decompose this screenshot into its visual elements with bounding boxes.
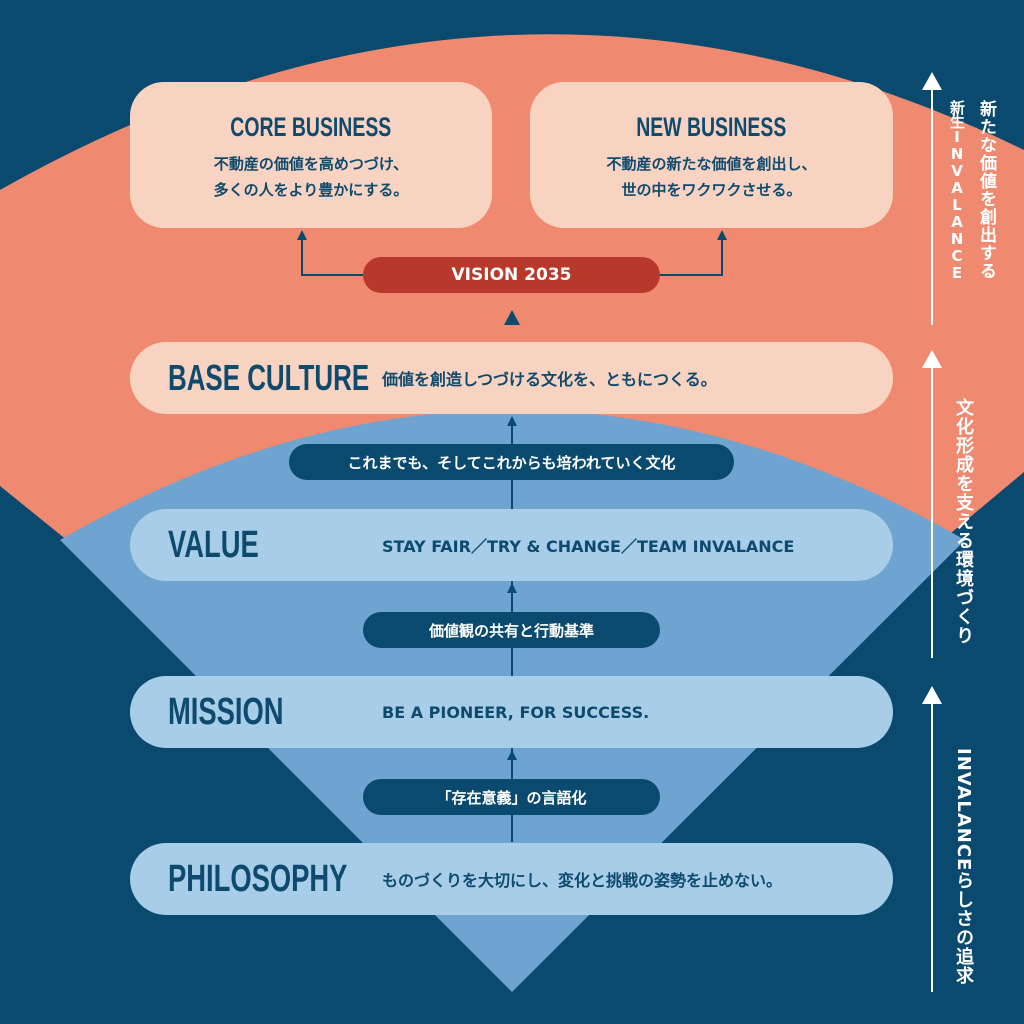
- mission-text: BE A PIONEER, FOR SUCCESS.: [382, 702, 650, 722]
- side-label-invalance-identity: INVALANCEらしさの追求: [953, 748, 974, 986]
- arrow-head: [297, 230, 307, 240]
- new-business-card: NEW BUSINESS 不動産の新たな価値を創出し、世の中をワクワクさせる。: [530, 82, 893, 228]
- base-culture-text: 価値を創造しつづける文化を、ともにつくる。: [382, 370, 717, 389]
- arrow-up-triangle: [504, 310, 520, 325]
- core-business-title: CORE BUSINESS: [230, 112, 392, 142]
- new-business-title: NEW BUSINESS: [636, 112, 787, 142]
- value-tag: 価値観の共有と行動基準: [363, 612, 660, 648]
- side-arrows: [922, 72, 942, 992]
- value-label: VALUE: [168, 523, 259, 566]
- arrow-head: [717, 230, 727, 240]
- philosophy-row: PHILOSOPHY ものづくりを大切にし、変化と挑戦の姿勢を止めない。: [130, 843, 893, 915]
- vision-right-connector: [660, 236, 723, 276]
- arrow-head: [507, 750, 517, 760]
- side-label-culture: 文化形成を支える環境づくり: [953, 398, 974, 645]
- value-row: VALUE STAY FAIR／TRY & CHANGE／TEAM INVALA…: [130, 509, 893, 581]
- philosophy-text: ものづくりを大切にし、変化と挑戦の姿勢を止めない。: [382, 871, 783, 890]
- vision-left-connector: [301, 236, 363, 276]
- vision-2035-badge: VISION 2035: [363, 257, 660, 293]
- base-culture-row: BASE CULTURE 価値を創造しつづける文化を、ともにつくる。: [130, 342, 893, 414]
- mission-tag: 「存在意義」の言語化: [363, 779, 660, 815]
- core-business-card: CORE BUSINESS 不動産の価値を高めつづけ、多くの人をより豊かにする。: [130, 82, 492, 228]
- mission-label: MISSION: [168, 690, 284, 733]
- core-business-line2: 多くの人をより豊かにする。: [213, 181, 409, 199]
- philosophy-label: PHILOSOPHY: [168, 857, 348, 900]
- arrow-head: [507, 416, 517, 426]
- base-culture-label: BASE CULTURE: [168, 357, 370, 398]
- side-label-new-value: 新たな価値を創出する: [976, 100, 996, 280]
- new-business-line1: 不動産の新たな価値を創出し、: [606, 155, 817, 173]
- mission-row: MISSION BE A PIONEER, FOR SUCCESS.: [130, 676, 893, 748]
- culture-tag: これまでも、そしてこれからも培われていく文化: [289, 444, 734, 480]
- side-label-new-invalance: 新生INVALANCE: [948, 100, 966, 281]
- arrow-head: [507, 583, 517, 593]
- core-business-line1: 不動産の価値を高めつづけ、: [213, 155, 409, 173]
- new-business-line2: 世の中をワクワクさせる。: [621, 181, 802, 199]
- value-text: STAY FAIR／TRY & CHANGE／TEAM INVALANCE: [382, 537, 795, 556]
